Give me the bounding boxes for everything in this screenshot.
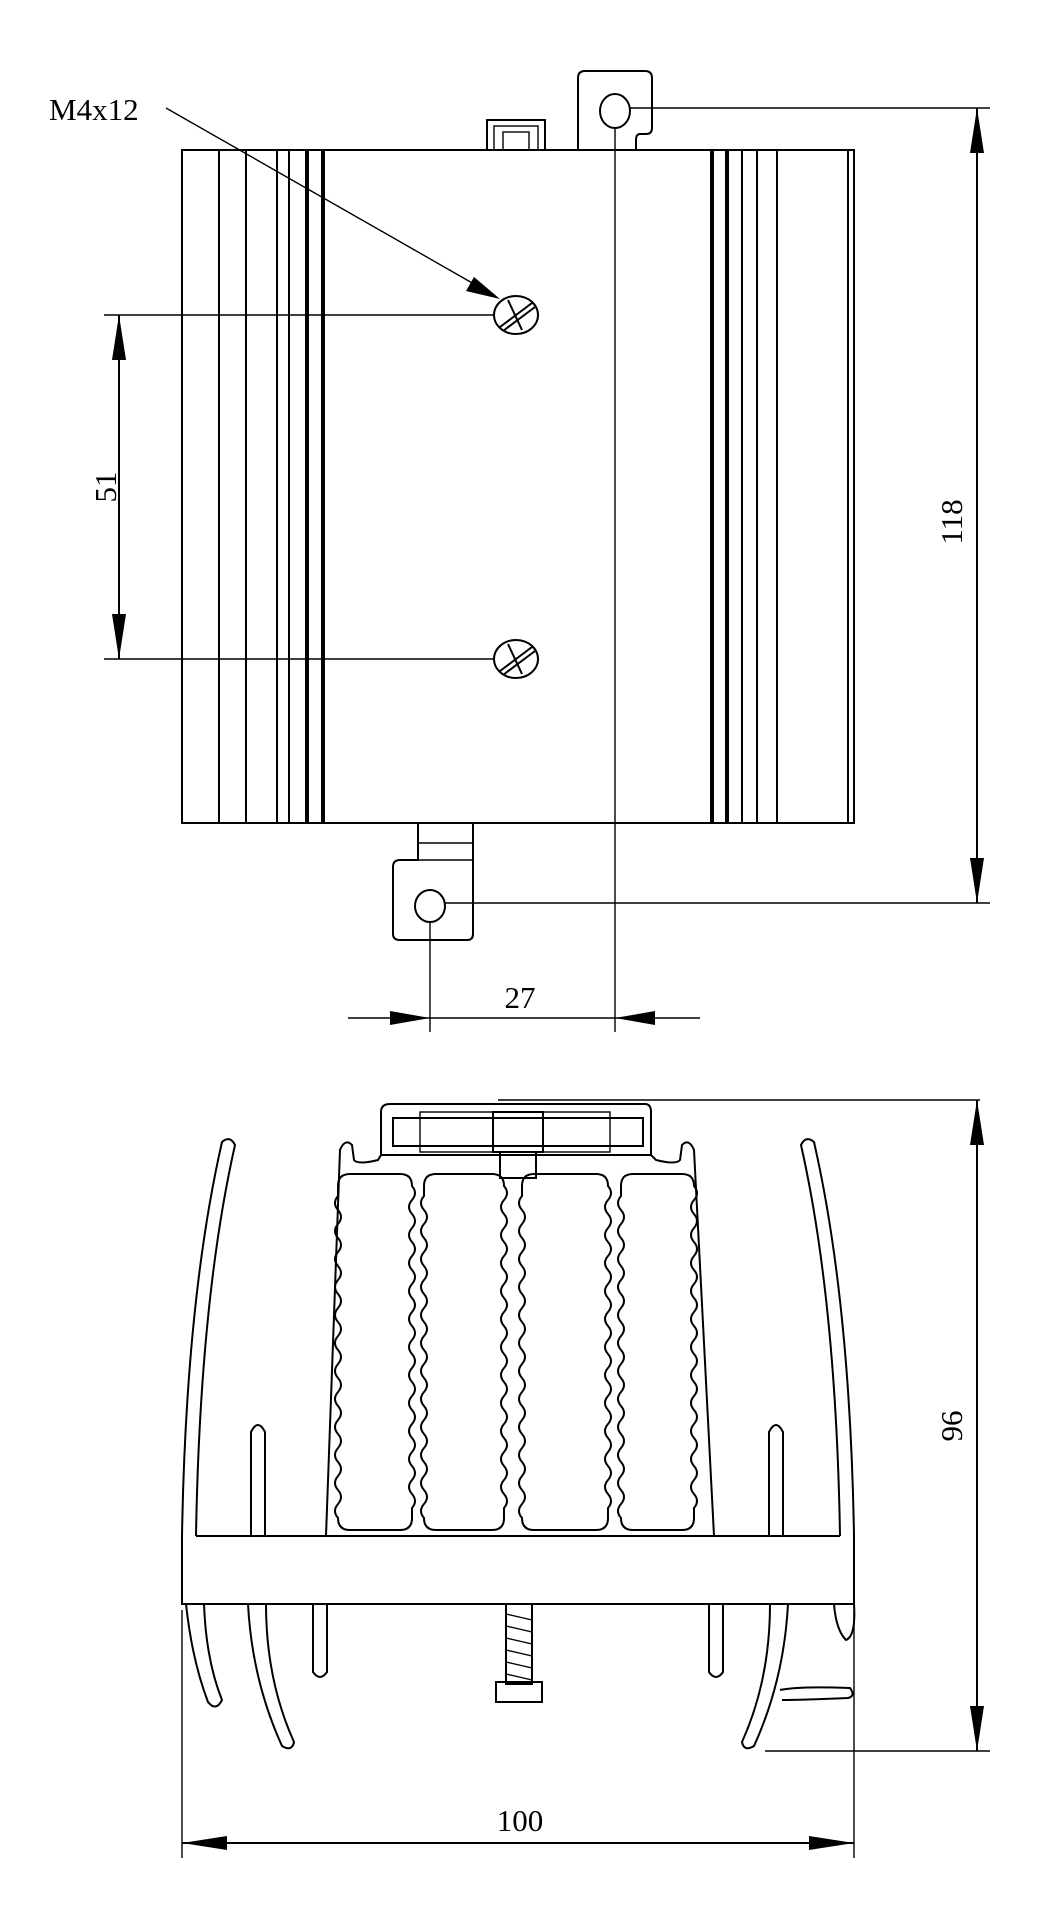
bottom-fins <box>185 1603 856 1750</box>
section-view: 96 100 <box>181 1099 990 1858</box>
screw-spec-label: M4x12 <box>49 92 139 127</box>
dimension-value-27: 27 <box>505 980 536 1015</box>
dimension-value-96: 96 <box>934 1411 969 1442</box>
dimension-value-100: 100 <box>497 1803 544 1838</box>
mounting-block <box>380 1099 980 1179</box>
dimension-100: 100 <box>181 1610 855 1858</box>
dimension-96: 96 <box>765 1100 990 1752</box>
left-grooves <box>218 150 325 823</box>
dimension-value-118: 118 <box>934 499 969 544</box>
bottom-mounting-tab <box>392 823 474 941</box>
mounting-hole <box>414 889 446 923</box>
chamber-3 <box>518 1173 612 1531</box>
screw-lower <box>493 639 539 679</box>
cooling-chambers <box>334 1173 698 1531</box>
chamber-2 <box>420 1173 508 1531</box>
bolt <box>495 1603 543 1703</box>
top-view: M4x12 51 118 27 <box>49 70 990 1032</box>
chamber-1 <box>334 1173 416 1531</box>
dimension-118: 118 <box>445 107 990 904</box>
central-body <box>324 1141 716 1537</box>
heatsink-body-outline <box>181 149 855 824</box>
screw-upper <box>493 295 539 335</box>
dimension-27: 27 <box>348 128 700 1032</box>
connector <box>486 119 546 151</box>
chamber-4 <box>617 1173 698 1531</box>
right-grooves <box>710 150 849 823</box>
screw-callout: M4x12 <box>49 92 500 299</box>
mounting-hole <box>599 93 631 129</box>
side-fins <box>181 1138 855 1605</box>
dimension-value-51: 51 <box>88 472 123 503</box>
dimension-51: 51 <box>88 314 495 660</box>
